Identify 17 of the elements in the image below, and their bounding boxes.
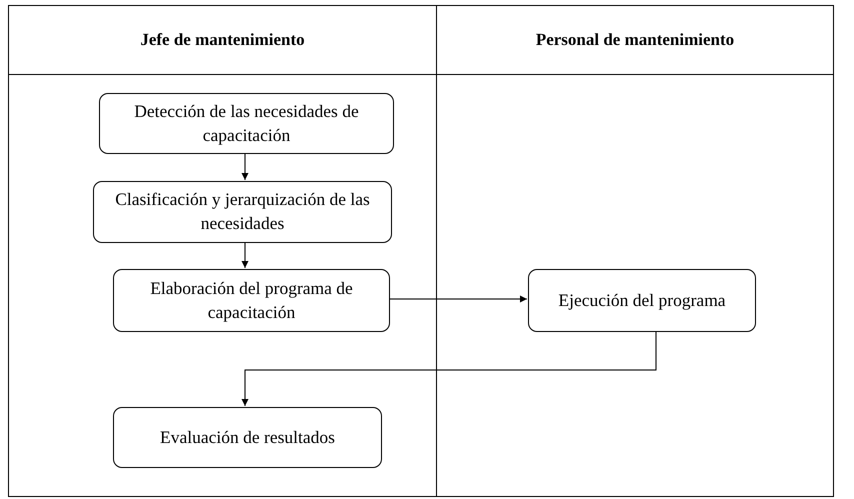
process-label: Ejecución del programa	[558, 288, 726, 312]
process-box	[99, 93, 394, 154]
arrow	[388, 296, 528, 302]
process-box	[93, 181, 392, 243]
swimlane	[8, 5, 437, 497]
arrow	[242, 242, 248, 268]
process-box	[113, 269, 390, 332]
arrow	[242, 330, 656, 406]
process-label: Clasificación y jerarquización de las necesidades	[114, 188, 371, 235]
lane-header: Personal de mantenimiento	[437, 6, 833, 75]
process-label: Elaboración del programa de capacitación	[149, 276, 354, 324]
process-box	[528, 269, 756, 332]
swimlane	[436, 5, 834, 497]
process-label: Detección de las necesidades de capacitación	[133, 100, 360, 147]
arrow	[242, 152, 248, 180]
process-label: Evaluación de resultados	[160, 426, 335, 449]
process-box	[113, 407, 382, 468]
